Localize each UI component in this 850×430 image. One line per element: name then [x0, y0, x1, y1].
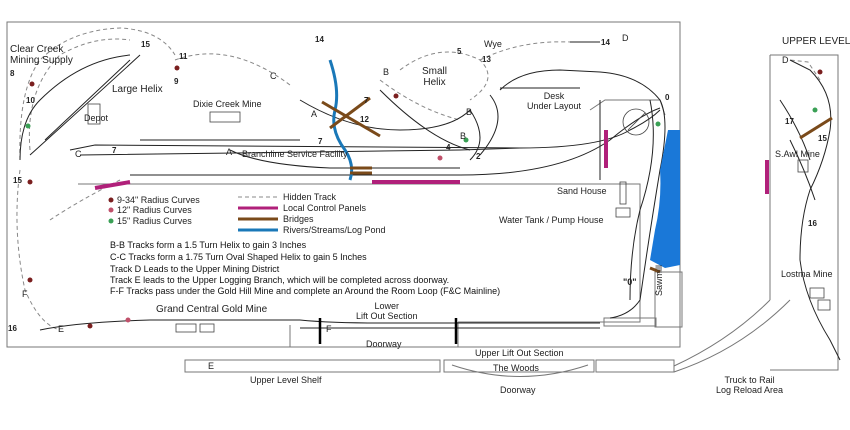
log-pond — [650, 130, 680, 268]
rivers — [328, 59, 354, 181]
curve-number: 15 — [141, 40, 150, 49]
curve-number: 9 — [174, 77, 179, 86]
wye-label: Wye — [484, 39, 502, 49]
curve-number: 15 — [13, 176, 22, 185]
track-letter-c: C — [75, 149, 82, 159]
curve-number: 2 — [476, 152, 481, 161]
curve-number: 7 — [318, 137, 323, 146]
lower-lift-out-label: Lower Lift Out Section — [356, 301, 418, 321]
sawmill-label: Sawmill — [654, 264, 664, 296]
curve-number: 0 — [665, 93, 670, 102]
helix-drawings — [87, 103, 831, 333]
small-helix-label: Small Helix — [422, 66, 448, 88]
curve-number: 7 — [112, 146, 117, 155]
dixie-creek-label: Dixie Creek Mine — [193, 99, 262, 109]
curve-number: 8 — [10, 69, 15, 78]
note-bb-helix: B-B Tracks form a 1.5 Turn Helix to gain… — [110, 240, 307, 250]
legend-graphics — [108, 196, 278, 232]
track-letter-b: B — [466, 107, 473, 117]
track-letter-f: F — [22, 289, 28, 299]
the-woods-label: The Woods — [493, 363, 539, 373]
track-letter-a: A — [226, 147, 233, 157]
curve-number: 4 — [446, 143, 451, 152]
water-tank-label: Water Tank / Pump House — [499, 215, 604, 225]
note-ff-tracks: F-F Tracks pass under the Gold Hill Mine… — [110, 286, 501, 296]
legend-hidden-track: Hidden Track — [283, 192, 337, 202]
doorway-lower-label: Doorway — [366, 339, 402, 349]
curve-number: 17 — [785, 117, 794, 126]
desk-label: Desk Under Layout — [527, 91, 582, 111]
note-cc-helix: C-C Tracks form a 1.75 Turn Oval Shaped … — [110, 252, 367, 262]
curve-number: 14 — [315, 35, 324, 44]
curve-number: 7 — [364, 96, 369, 105]
legend-rivers: Rivers/Streams/Log Pond — [283, 225, 386, 235]
lostma-mine-label: Lostma Mine — [781, 269, 833, 279]
curve-number: 14 — [601, 38, 610, 47]
curve-number: 13 — [482, 55, 491, 64]
legend-radius-9-34: 9-34" Radius Curves — [117, 195, 200, 205]
curve-number: 5 — [457, 47, 462, 56]
upper-level-title: UPPER LEVEL — [782, 36, 850, 47]
track-letter-a: A — [311, 109, 318, 119]
large-helix-label: Large Helix — [112, 84, 163, 95]
s-awl-mine-label: S.Awl Mine — [775, 149, 820, 159]
track-letter-b: B — [460, 131, 467, 141]
sand-house-label: Sand House — [557, 186, 607, 196]
curve-number: 11 — [179, 52, 188, 61]
note-track-e: Track E leads to the Upper Logging Branc… — [110, 275, 450, 285]
track-letter-d: D — [622, 33, 629, 43]
curve-number: 12 — [360, 115, 369, 124]
radius-markers — [25, 65, 823, 329]
track-letter-b: B — [383, 67, 390, 77]
track-letter-c: C — [270, 71, 277, 81]
curve-number: 10 — [26, 96, 35, 105]
upper-lift-out-label: Upper Lift Out Section — [475, 348, 564, 358]
legend-radius-12: 12" Radius Curves — [117, 205, 192, 215]
legend-control-panels: Local Control Panels — [283, 203, 367, 213]
legend-bridges: Bridges — [283, 214, 314, 224]
depot-label: Depot — [84, 113, 109, 123]
lift-out-markers — [318, 318, 458, 344]
quoted-zero-label: "0" — [623, 277, 637, 287]
upper-level-shelf-label: Upper Level Shelf — [250, 375, 322, 385]
bridges — [321, 96, 833, 274]
track-letter-f: F — [326, 324, 332, 334]
legend-radius-15: 15" Radius Curves — [117, 216, 192, 226]
curve-number: 16 — [8, 324, 17, 333]
doorway-upper-label: Doorway — [500, 385, 536, 395]
curve-number: 15 — [818, 134, 827, 143]
benchwork-outline — [6, 21, 839, 377]
grand-central-label: Grand Central Gold Mine — [156, 304, 268, 315]
track-letter-e: E — [58, 324, 65, 334]
note-track-d: Track D Leads to the Upper Mining Distri… — [110, 264, 280, 274]
main-track — [19, 41, 841, 361]
clear-creek-label: Clear Creek Mining Supply — [10, 44, 73, 66]
curve-number: 16 — [808, 219, 817, 228]
track-letter-d: D — [782, 55, 789, 65]
truck-to-rail-label: Truck to Rail Log Reload Area — [716, 375, 784, 395]
branchline-service-label: Branchline Service Facility — [242, 149, 348, 159]
control-panels — [94, 130, 769, 194]
track-letter-e: E — [208, 361, 215, 371]
